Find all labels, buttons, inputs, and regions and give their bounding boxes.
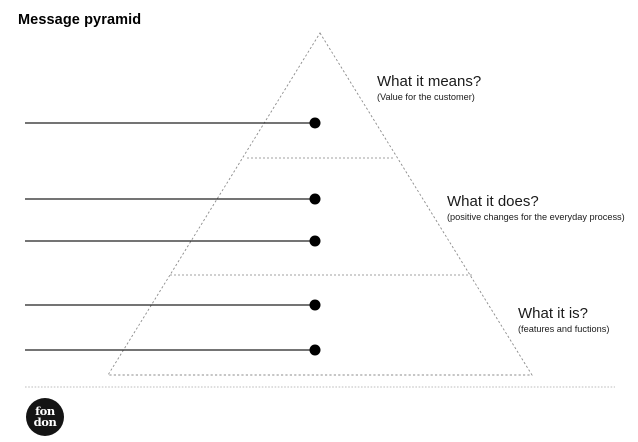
- connector-dot-5: [309, 344, 321, 356]
- connector-dot-3: [309, 235, 321, 247]
- brand-logo-line-1: fon: [35, 404, 55, 419]
- tier-label-what-it-does: What it does? (positive changes for the …: [447, 193, 625, 224]
- tier-heading: What it means?: [377, 73, 482, 90]
- connector-group: [25, 117, 321, 356]
- connector-dot-4: [309, 299, 321, 311]
- tier-subtext: (features and fuctions): [518, 324, 610, 335]
- connector-dot-2: [309, 193, 321, 205]
- tier-subtext: (positive changes for the everyday proce…: [447, 212, 625, 223]
- tier-heading: What it does?: [447, 193, 539, 210]
- brand-logo: fon don: [26, 398, 64, 436]
- page-title: Message pyramid: [18, 12, 142, 28]
- tier-heading: What it is?: [518, 305, 589, 322]
- connector-dot-1: [309, 117, 321, 129]
- brand-logo-line-2: don: [33, 415, 57, 429]
- tier-subtext: (Value for the customer): [377, 92, 475, 103]
- tier-label-what-it-is: What it is? (features and fuctions): [518, 305, 609, 336]
- tier-label-what-it-means: What it means? (Value for the customer): [377, 73, 481, 104]
